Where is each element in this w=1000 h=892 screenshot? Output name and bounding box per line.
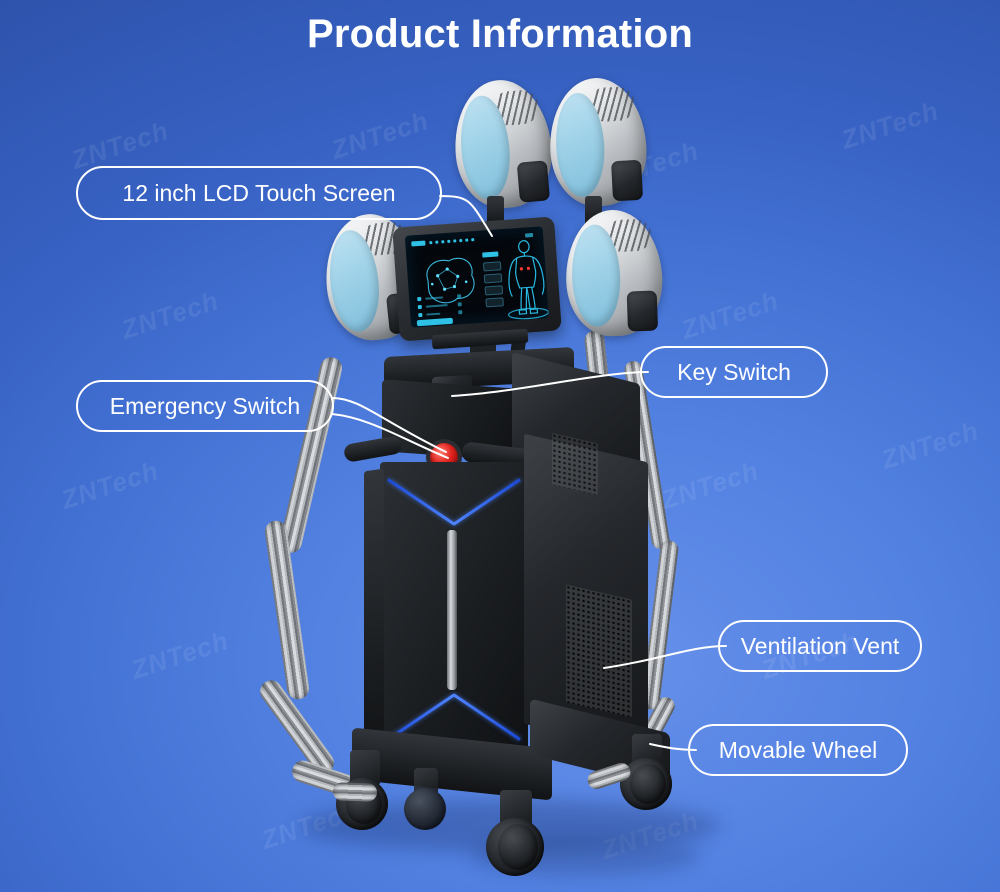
callout-label: Movable Wheel [718,736,878,763]
callout-key-switch[interactable]: Key Switch [640,346,828,398]
lcd-touch-screen[interactable] [392,216,562,342]
callout-label: Ventilation Vent [740,632,900,659]
front-light-strip [447,530,457,690]
grab-handle[interactable] [342,435,404,463]
ventilation-vent [566,584,632,718]
lcd-screen-glass[interactable] [404,226,549,328]
applicator-handle [563,208,665,338]
page-title: Product Information [306,12,693,56]
callout-movable-wheel[interactable]: Movable Wheel [688,724,908,776]
applicator-hose [263,519,311,701]
callout-lcd-touch-screen[interactable]: 12 inch LCD Touch Screen [76,166,442,220]
ventilation-vent [552,432,598,496]
applicator-handle [546,75,650,209]
callout-label: 12 inch LCD Touch Screen [122,179,396,206]
callout-emergency-switch[interactable]: Emergency Switch [76,380,334,432]
callout-label: Emergency Switch [109,392,301,419]
applicator-handle [449,76,557,212]
left-edge-panel [364,468,384,754]
callout-ventilation-vent[interactable]: Ventilation Vent [718,620,922,672]
callout-label: Key Switch [677,358,791,385]
applicator-hose [332,782,378,802]
